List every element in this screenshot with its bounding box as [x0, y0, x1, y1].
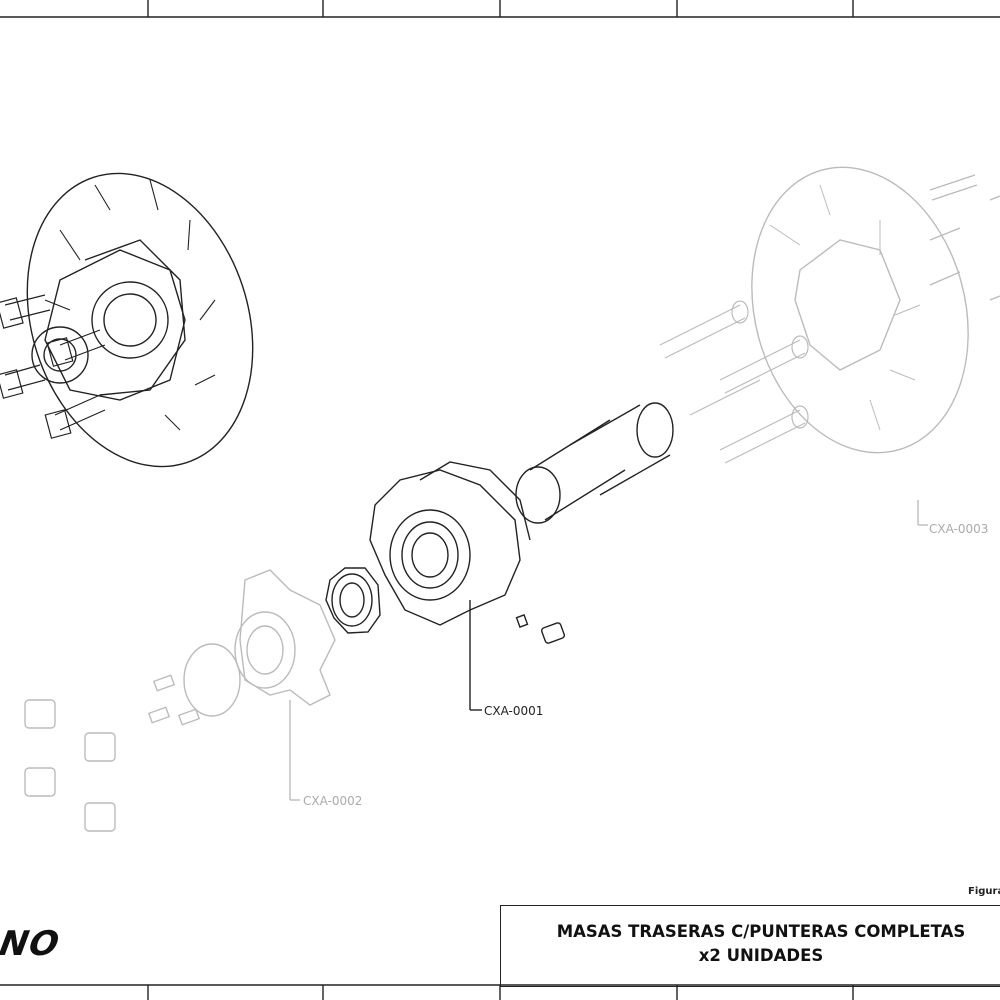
spacer-tube	[515, 402, 674, 524]
title-block: MASAS TRASERAS C/PUNTERAS COMPLETAS x2 U…	[500, 905, 1000, 987]
flange-cxa-0002	[24, 569, 336, 832]
callout-cxa-0002: CXA-0002	[303, 794, 363, 808]
hub-cxa-0001	[369, 461, 565, 711]
title-line-1: MASAS TRASERAS C/PUNTERAS COMPLETAS	[556, 922, 966, 941]
brand-logo: NO	[0, 924, 63, 964]
callout-cxa-0001: CXA-0001	[484, 704, 544, 718]
brake-disc-cxa-0003	[751, 166, 1000, 526]
axle-nut	[325, 567, 381, 634]
long-studs	[659, 300, 809, 464]
assembled-hub-disc	[0, 172, 254, 468]
callout-cxa-0003: CXA-0003	[929, 522, 989, 536]
figure-label: Figura	[968, 886, 1000, 897]
title-line-2: x2 UNIDADES	[698, 946, 824, 965]
